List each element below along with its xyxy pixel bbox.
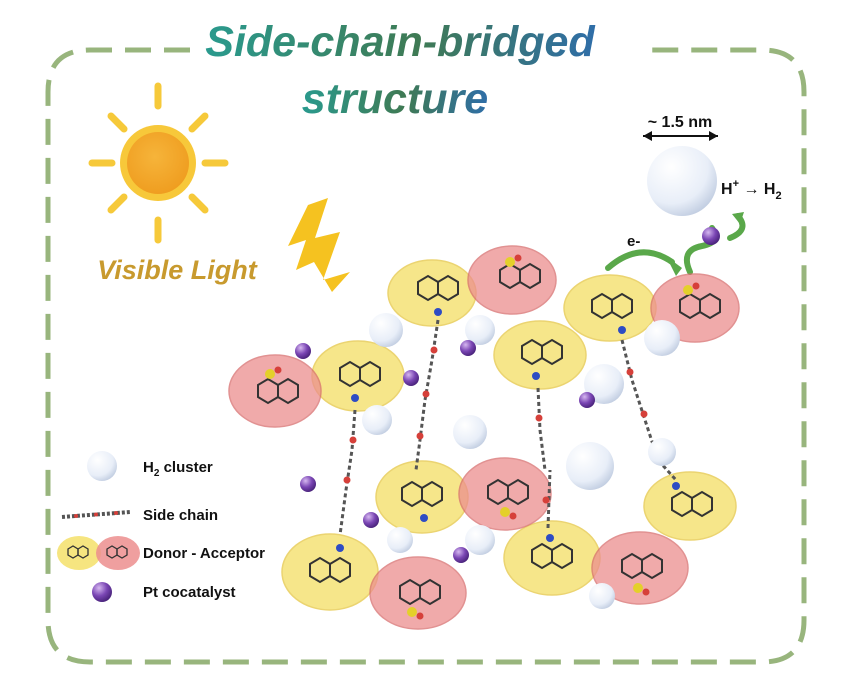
reaction-label: H+ → H2: [721, 178, 782, 202]
nitrogen-atoms: [336, 308, 680, 552]
frame-border: [45, 47, 807, 665]
donor-acceptor-icon: [57, 536, 140, 570]
pt-particles: [295, 340, 595, 563]
visible-light-label: Visible Light: [97, 255, 258, 285]
aromatic-rings: [257, 262, 721, 606]
electron-arrow-head: [666, 256, 682, 276]
electron-arrow-head-2: [732, 212, 744, 224]
sun-icon: [88, 82, 229, 244]
h2-cluster-icon: [87, 451, 117, 481]
legend-item-side-chain: Side chain: [61, 507, 218, 524]
legend-label-donor-acceptor: Donor - Acceptor: [143, 545, 265, 562]
electron-label: e-: [627, 233, 640, 250]
page-title-line2: structure: [302, 75, 488, 123]
size-label: ~ 1.5 nm: [648, 114, 712, 131]
page-title-line1: Side-chain-bridged: [205, 18, 595, 66]
lightning-icon: [288, 198, 350, 292]
legend-item-h2-cluster: H2 cluster: [87, 451, 213, 481]
sulfone-oxygens: [274, 254, 700, 620]
legend-item-donor-acceptor: Donor - Acceptor: [57, 536, 265, 570]
sulfur-atoms: [265, 257, 693, 617]
legend-label-side-chain: Side chain: [143, 507, 218, 524]
side-chain-oxygens: [343, 346, 648, 504]
pt-cocatalyst-icon: [92, 582, 112, 602]
donor-units: [281, 259, 737, 611]
h2-cluster-large: [647, 146, 717, 216]
framework: [228, 245, 740, 630]
legend-label-h2-cluster: H2 cluster: [143, 459, 213, 479]
legend-item-pt-cocatalyst: Pt cocatalyst: [92, 582, 236, 602]
pt-particle-top: [702, 227, 720, 245]
acceptor-units: [228, 245, 740, 630]
scale-bar: [643, 131, 718, 141]
h2-clusters: [362, 313, 680, 609]
legend: H2 cluster Side chain: [57, 451, 265, 602]
side-chain-icon: [61, 510, 131, 519]
legend-label-pt-cocatalyst: Pt cocatalyst: [143, 584, 236, 601]
